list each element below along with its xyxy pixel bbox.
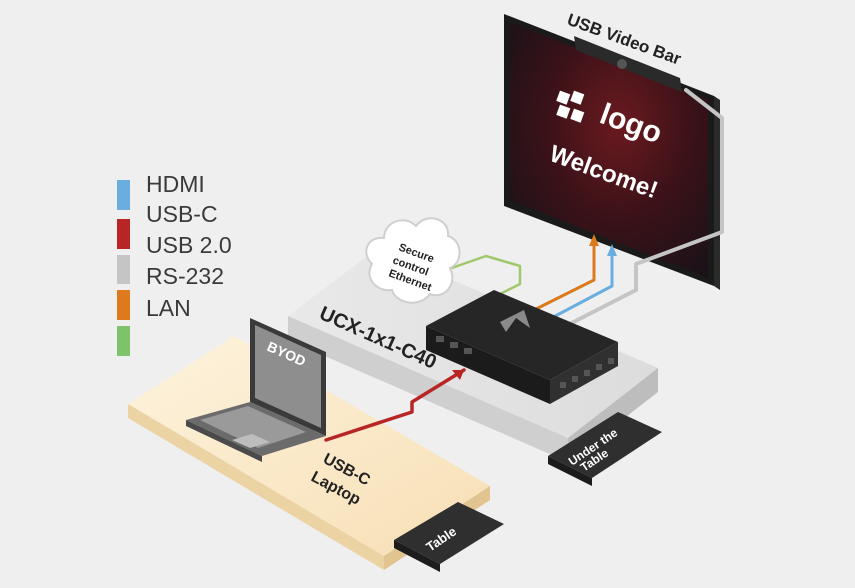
table-tag: Table — [394, 502, 504, 572]
arrow-hdmi — [607, 244, 617, 256]
arrow-usb2 — [452, 370, 464, 380]
legend-swatch-hdmi — [117, 180, 130, 210]
laptop: BYOD — [186, 318, 326, 462]
cables — [324, 88, 724, 442]
cable-ethernet — [444, 254, 522, 302]
legend-label-lan: LAN — [146, 295, 191, 321]
laptop-keyboard — [200, 406, 306, 448]
legend-label-rs232: RS-232 — [146, 263, 224, 289]
cable-rs232 — [556, 88, 724, 332]
legend-swatch-rs232 — [117, 255, 130, 284]
secure-ethernet-cloud: Secure control Ethernet — [365, 217, 461, 304]
device-ports — [436, 336, 614, 388]
legend-label-usb2: USB 2.0 — [146, 232, 232, 258]
arrow-lan — [589, 234, 599, 246]
screen-logo-icon — [556, 90, 585, 123]
device-brand-icon — [500, 310, 530, 332]
cable-lan — [528, 238, 596, 314]
laptop-trackpad — [232, 434, 270, 448]
ucx-device — [426, 290, 618, 404]
legend-label-hdmi: HDMI — [146, 171, 205, 197]
camera-lens-icon — [617, 59, 627, 69]
legend-swatch-usb2 — [117, 219, 130, 249]
legend-swatch-ethernet — [117, 326, 130, 356]
legend: HDMI USB-C USB 2.0 RS-232 LAN — [117, 171, 232, 356]
legend-swatch-lan — [117, 290, 130, 320]
cable-hdmi — [542, 248, 614, 324]
cable-usb2 — [324, 368, 466, 442]
legend-label-usb-c: USB-C — [146, 201, 218, 227]
